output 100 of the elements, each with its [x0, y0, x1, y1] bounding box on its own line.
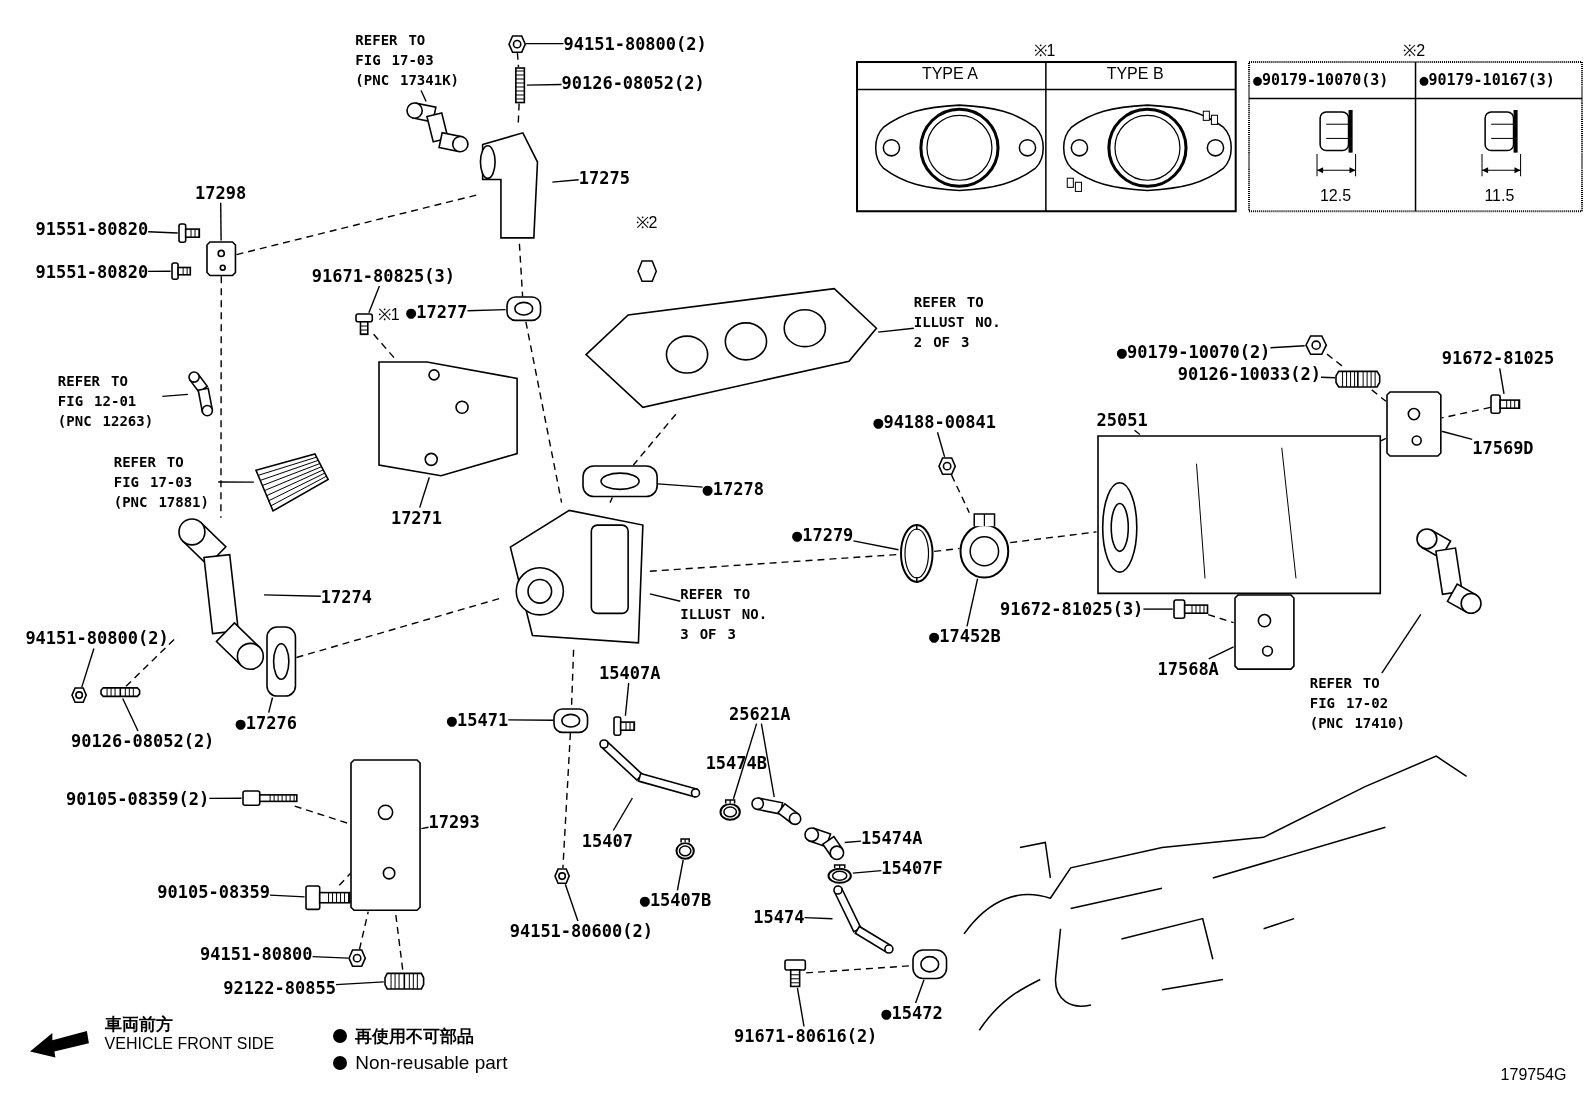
nut-drawing: [938, 456, 957, 476]
figure-number: 179754G: [1500, 1066, 1567, 1085]
part-number: 92122-80855: [223, 977, 336, 998]
part-number: ●15407B: [639, 890, 712, 911]
bolt-drawing: [613, 715, 636, 737]
assembly-line: [1371, 389, 1387, 402]
part-number: 91551-80820: [35, 261, 149, 282]
part-number: 15407A: [599, 663, 661, 683]
part-number: 90126-08052(2): [561, 73, 705, 94]
heat-shield-drawing: [377, 361, 518, 478]
column-header: ●90179-10070(3): [1252, 71, 1389, 90]
part-number: 25051: [1096, 410, 1148, 431]
hose-drawing: [751, 797, 803, 826]
part-number: 15474: [753, 906, 805, 927]
leader-line: [564, 883, 579, 922]
direction-note: 車両前方: [104, 1013, 173, 1037]
leader-line: [311, 955, 349, 959]
gasket-drawing: [581, 465, 658, 498]
leader-line: [81, 647, 95, 689]
assembly-line: [1441, 406, 1492, 419]
reference-note: REFER TO FIG 12-01 (PNC 12263): [57, 370, 163, 431]
part-number: ●15472: [881, 1003, 943, 1024]
part-number: 90126-08052(2): [71, 731, 215, 751]
leader-line: [1499, 367, 1505, 395]
part-number: 15407: [581, 830, 633, 851]
leader-line: [368, 285, 381, 314]
clamp-drawing: [675, 837, 696, 860]
bolt-drawing: [355, 312, 374, 336]
gasket-drawing: [911, 949, 948, 980]
leader-line: [419, 476, 430, 509]
ring-drawing: [898, 522, 935, 584]
bracket-drawing: [206, 240, 237, 277]
leader-line: [122, 697, 139, 732]
part-number: 17271: [390, 507, 443, 528]
part-number: 17293: [428, 812, 480, 833]
leader-line: [1441, 430, 1473, 441]
part-number: 94151-80600(2): [509, 920, 653, 941]
tube-drawing: [599, 739, 701, 798]
leader-line: [852, 869, 882, 874]
part-number: 25621A: [729, 703, 791, 724]
leader-line: [551, 179, 580, 183]
reference-note: REFER TO FIG 17-03 (PNC 17341K): [355, 30, 460, 91]
assembly-line: [933, 547, 961, 553]
leader-line: [657, 483, 704, 488]
part-number: 90105-08359(2): [66, 788, 210, 809]
leader-line: [147, 270, 172, 273]
reference-note: REFER TO FIG 17-03 (PNC 17881): [113, 451, 219, 512]
assembly-line: [518, 243, 524, 298]
column-header: TYPE B: [1106, 64, 1164, 83]
dimension-label: 12.5: [1319, 186, 1352, 205]
legend-text: Non-reusable part: [355, 1051, 508, 1074]
bracket-drawing: [1233, 593, 1295, 671]
part-number: ●94188-00841: [873, 412, 996, 433]
clamp-drawing: [718, 799, 742, 822]
part-number: ●17276: [235, 712, 297, 733]
leader-line: [649, 593, 681, 602]
leader-line: [335, 981, 385, 986]
leader-line: [466, 308, 507, 312]
clamp-drawing: [827, 864, 853, 885]
leader-line: [526, 83, 563, 86]
assembly-line: [562, 732, 572, 869]
part-number: 94151-80800(2): [25, 628, 169, 649]
assembly-line: [1009, 531, 1098, 544]
part-number: ●17452B: [929, 626, 1001, 647]
column-header: TYPE A: [921, 64, 978, 83]
gasket-drawing: [505, 296, 542, 322]
clamp-drawing: [959, 512, 1011, 579]
part-number: 90105-08359: [157, 882, 270, 903]
part-number: 15407F: [881, 857, 943, 878]
bracket-drawing: [1385, 390, 1442, 457]
assembly-line: [525, 321, 563, 504]
part-number: ●17278: [702, 479, 764, 500]
assembly-line: [1326, 353, 1345, 369]
reference-mark: ※1: [377, 304, 400, 325]
assembly-line: [950, 474, 970, 514]
leader-line: [760, 722, 775, 798]
leader-line: [914, 979, 925, 1004]
gasket-drawing: [553, 707, 589, 734]
direction-note: VEHICLE FRONT SIDE: [104, 1034, 275, 1053]
hose-drawing: [804, 827, 845, 861]
stud-bolt-drawing: [99, 686, 141, 699]
bolt-drawing: [783, 959, 807, 988]
leader-line: [1142, 608, 1174, 610]
bolt-drawing: [177, 223, 200, 244]
leader-line: [732, 722, 758, 800]
part-number: 91671-80825(3): [311, 266, 455, 286]
part-number: ●17279: [791, 524, 854, 545]
part-number: 17298: [194, 182, 247, 203]
pipe-drawing: [1416, 527, 1483, 615]
nut-drawing: [507, 34, 526, 53]
tube-drawing: [832, 885, 894, 955]
part-number: 17568A: [1157, 658, 1219, 679]
hose-drawing: [253, 451, 330, 513]
legend-text: 再使用不可部品: [355, 1025, 475, 1049]
leader-line: [208, 797, 243, 800]
leader-line: [525, 42, 565, 45]
part-number: 91672-81025(3): [1000, 599, 1144, 619]
reference-mark: ※2: [635, 213, 658, 234]
part-number: ●90179-10070(2): [1116, 342, 1271, 363]
leader-line: [796, 987, 805, 1028]
